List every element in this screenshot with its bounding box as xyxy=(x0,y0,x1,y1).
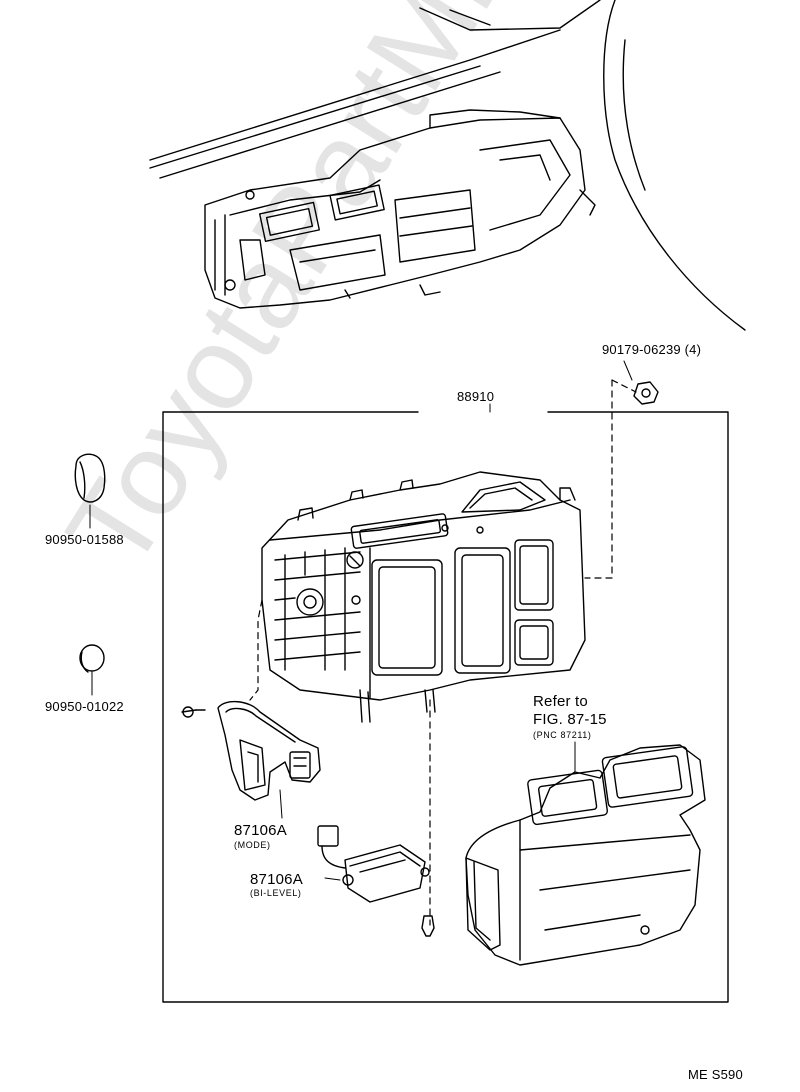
servo-mode xyxy=(182,702,320,818)
duct-part xyxy=(466,742,705,965)
label-servo-bilevel: 87106A xyxy=(250,871,303,888)
label-plug-small: 90950-01022 xyxy=(45,699,124,714)
vehicle-body-outline xyxy=(150,0,745,330)
plug-large xyxy=(75,454,104,528)
label-refer-line1: Refer to xyxy=(533,693,588,710)
label-refer-line2: FIG. 87-15 xyxy=(533,711,607,728)
servo-bilevel xyxy=(318,826,434,936)
nut-part xyxy=(624,361,658,404)
label-servo-mode: 87106A xyxy=(234,822,287,839)
label-plug-large: 90950-01588 xyxy=(45,532,124,547)
plug-small xyxy=(80,645,104,695)
heater-unit-main xyxy=(262,472,585,722)
page-code: ME S590 xyxy=(688,1067,743,1082)
heater-unit-installed xyxy=(205,110,595,308)
label-refer-line3: (PNC 87211) xyxy=(533,730,592,740)
label-servo-mode-sub: (MODE) xyxy=(234,840,271,850)
assembly-frame xyxy=(163,404,728,1002)
leader-dashes xyxy=(250,380,636,925)
label-servo-bilevel-sub: (BI-LEVEL) xyxy=(250,888,302,898)
label-assembly: 88910 xyxy=(457,389,495,404)
label-nut: 90179-06239 (4) xyxy=(602,342,702,357)
